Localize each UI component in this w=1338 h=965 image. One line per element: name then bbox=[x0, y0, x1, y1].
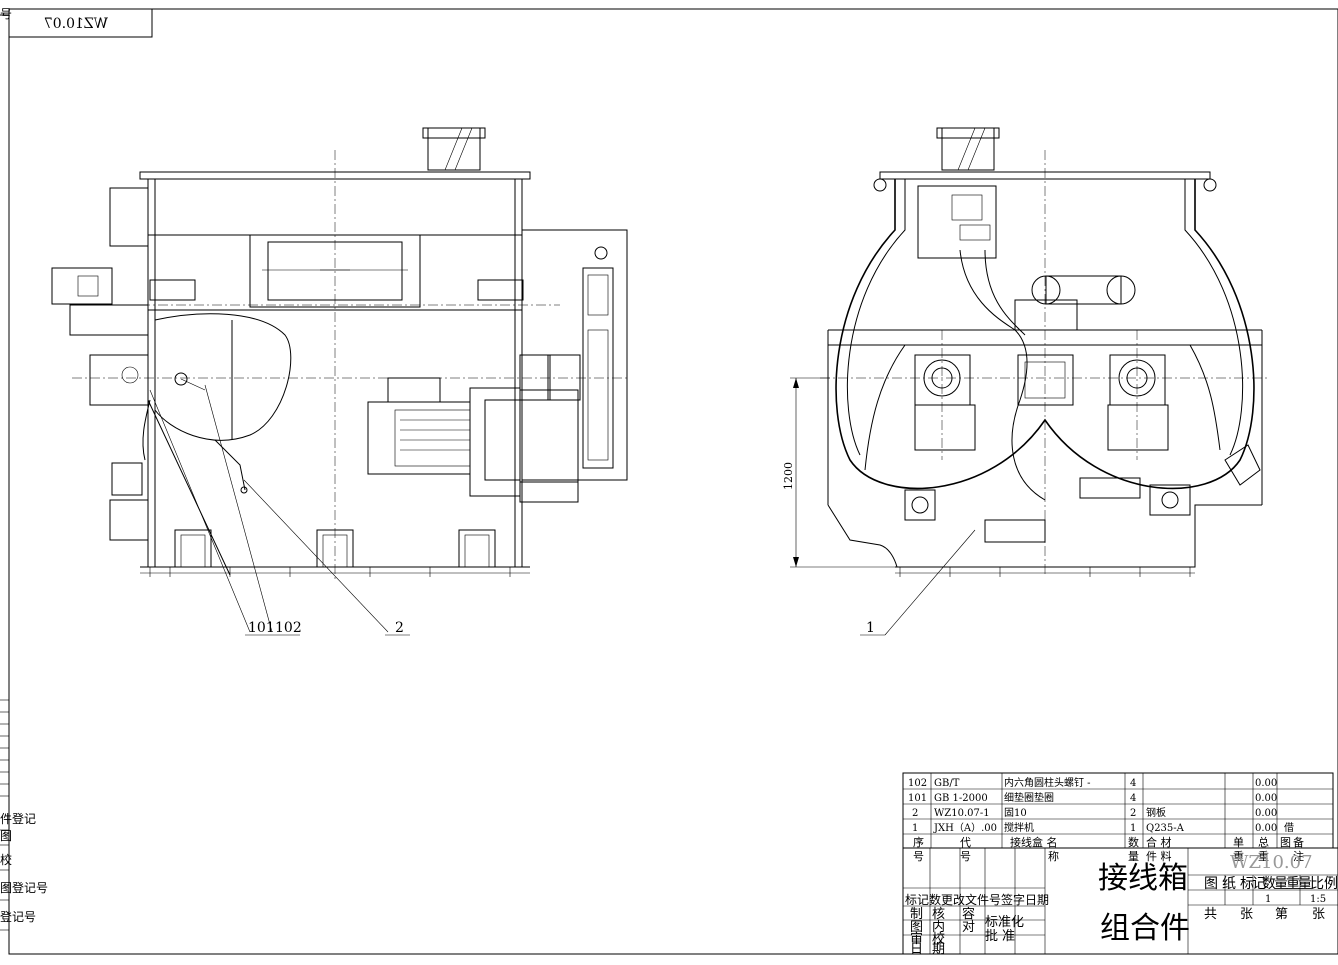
title-label-tu: 图 bbox=[1204, 876, 1218, 892]
signoff-he: 核 bbox=[932, 907, 945, 922]
bom-row-2-no: 101 bbox=[908, 793, 927, 804]
bom-row-3-total: 0.00 bbox=[1255, 808, 1277, 819]
bom-header-pic: 图 bbox=[1280, 836, 1291, 849]
leader-lines-left bbox=[149, 384, 410, 636]
signoff-rong: 容 bbox=[962, 906, 975, 922]
bom-row-3-material: 钢板 bbox=[1146, 806, 1166, 819]
title-label-ji: 记 bbox=[1252, 876, 1266, 892]
left-view-mixer bbox=[51, 127, 630, 580]
drawing-frame bbox=[0, 8, 1338, 955]
sheet-di: 第 bbox=[1275, 907, 1288, 922]
bom-row-3-qty: 2 bbox=[1130, 808, 1136, 819]
right-view-mixer bbox=[820, 127, 1270, 577]
bom-row-2-code: GB 1-2000 bbox=[934, 793, 988, 804]
bom-row-1-no: 102 bbox=[908, 778, 927, 789]
title-label-biao: 标 bbox=[1240, 876, 1254, 892]
bom-header2-code: 号 bbox=[960, 850, 971, 863]
bom-row-4-total: 0.00 bbox=[1255, 823, 1277, 834]
bom-row-4-qty: 1 bbox=[1130, 823, 1136, 834]
margin-label-5: 登记号 bbox=[0, 909, 36, 924]
leader-label-1: 1 bbox=[866, 620, 875, 636]
bom-header-total: 总 bbox=[1258, 835, 1269, 849]
title-label-liang2: 量 bbox=[1298, 876, 1312, 892]
height-dimension bbox=[790, 377, 895, 568]
margin-label-2: 图 bbox=[0, 829, 12, 843]
bom-row-4-code: JXH（A）.00 bbox=[933, 822, 997, 834]
signoff-zhun: 准 bbox=[1002, 929, 1015, 944]
bom-row-3-name: 固10 bbox=[1004, 807, 1027, 819]
bom-header-code: 代 bbox=[960, 836, 971, 849]
sheet-zhang1: 张 bbox=[1240, 907, 1253, 922]
dimension-1200: 1200 bbox=[782, 462, 795, 490]
title-name-line2: 组合件 bbox=[1100, 911, 1190, 946]
leader-label-102: 102 bbox=[275, 620, 302, 636]
bom-row-1-name: 内六角圆柱头螺钉 - bbox=[1004, 776, 1091, 789]
title-label-bi: 比 bbox=[1310, 876, 1324, 892]
bom-header-material: 合 材 bbox=[1146, 835, 1172, 849]
signoff-pi: 批 bbox=[985, 929, 998, 944]
signoff-tu: 图 bbox=[910, 920, 923, 935]
bom-row-4-no: 1 bbox=[912, 823, 918, 834]
signoff-xiao: 校 bbox=[932, 931, 945, 947]
bom-header-note: 备 bbox=[1293, 835, 1304, 849]
sheet-zhang2: 张 bbox=[1312, 907, 1325, 922]
margin-label-3: 校 bbox=[0, 852, 12, 867]
bom-table bbox=[902, 772, 1334, 849]
bom-header2-total: 重 bbox=[1258, 849, 1269, 863]
title-scale-value: 1:5 bbox=[1310, 894, 1326, 905]
bom-header-seq: 序 bbox=[913, 835, 924, 849]
left-margin-strip bbox=[0, 699, 9, 931]
bom-row-4-material: Q235-A bbox=[1146, 823, 1185, 834]
revision-row: 标记数更改文件号签字日期 bbox=[905, 892, 1049, 907]
bom-row-2-qty: 4 bbox=[1130, 793, 1136, 804]
bom-header-name: 接线盒 名 bbox=[1010, 835, 1058, 849]
mirrored-drawing-code: WZ10.07 bbox=[44, 16, 108, 32]
signoff-dui: 对 bbox=[962, 920, 975, 935]
bom-row-4-note: 借 bbox=[1284, 822, 1294, 834]
bom-row-1-qty: 4 bbox=[1130, 778, 1136, 789]
title-label-li: 例 bbox=[1324, 876, 1338, 892]
title-label-liang1: 量 bbox=[1274, 876, 1288, 892]
title-weight-value: 1 bbox=[1265, 894, 1271, 905]
title-label-zhi: 纸 bbox=[1222, 876, 1236, 892]
bom-header-qty: 数 bbox=[1128, 836, 1139, 849]
bom-header2-qty: 量 bbox=[1128, 850, 1139, 863]
margin-label-1: 件登记 bbox=[0, 811, 36, 826]
signoff-shen: 审 bbox=[910, 932, 923, 947]
title-name-line1: 接线箱 bbox=[1098, 861, 1188, 896]
leader-lines-right bbox=[860, 529, 976, 636]
bom-row-1-code: GB/T bbox=[934, 778, 960, 789]
margin-label-4: 图登记号 bbox=[0, 880, 48, 895]
signoff-nei: 内 bbox=[932, 919, 945, 935]
signoff-zhi: 制 bbox=[910, 907, 923, 922]
bom-row-4-name: 搅拌机 bbox=[1004, 821, 1034, 834]
title-label-shu: 数 bbox=[1262, 876, 1276, 892]
signoff-ri: 日 bbox=[910, 942, 923, 957]
bom-row-1-total: 0.00 bbox=[1255, 778, 1277, 789]
bom-header2-seq: 号 bbox=[913, 850, 924, 863]
title-block bbox=[902, 847, 1338, 955]
leader-label-2: 2 bbox=[395, 620, 404, 636]
corner-label: 号 bbox=[0, 7, 12, 21]
bom-row-3-no: 2 bbox=[912, 808, 918, 819]
bom-header2-name: 称 bbox=[1048, 849, 1059, 863]
leader-label-101: 101 bbox=[248, 620, 275, 636]
bom-header-unit: 单 bbox=[1233, 836, 1244, 849]
title-drawing-number: WZ10.07 bbox=[1230, 852, 1313, 873]
sheet-gong: 共 bbox=[1204, 907, 1217, 922]
bom-header2-note: 注 bbox=[1293, 849, 1304, 863]
title-label-zhong: 重 bbox=[1286, 876, 1300, 892]
bom-row-2-total: 0.00 bbox=[1255, 793, 1277, 804]
signoff-standardization: 标准化 bbox=[985, 915, 1024, 930]
signoff-qi: 期 bbox=[932, 942, 945, 957]
bom-row-2-name: 细垫圈垫圈 bbox=[1004, 791, 1054, 804]
bom-row-3-code: WZ10.07-1 bbox=[934, 808, 990, 819]
bom-header2-unit: 重 bbox=[1233, 849, 1244, 863]
bom-header2-material: 件 料 bbox=[1146, 849, 1172, 863]
